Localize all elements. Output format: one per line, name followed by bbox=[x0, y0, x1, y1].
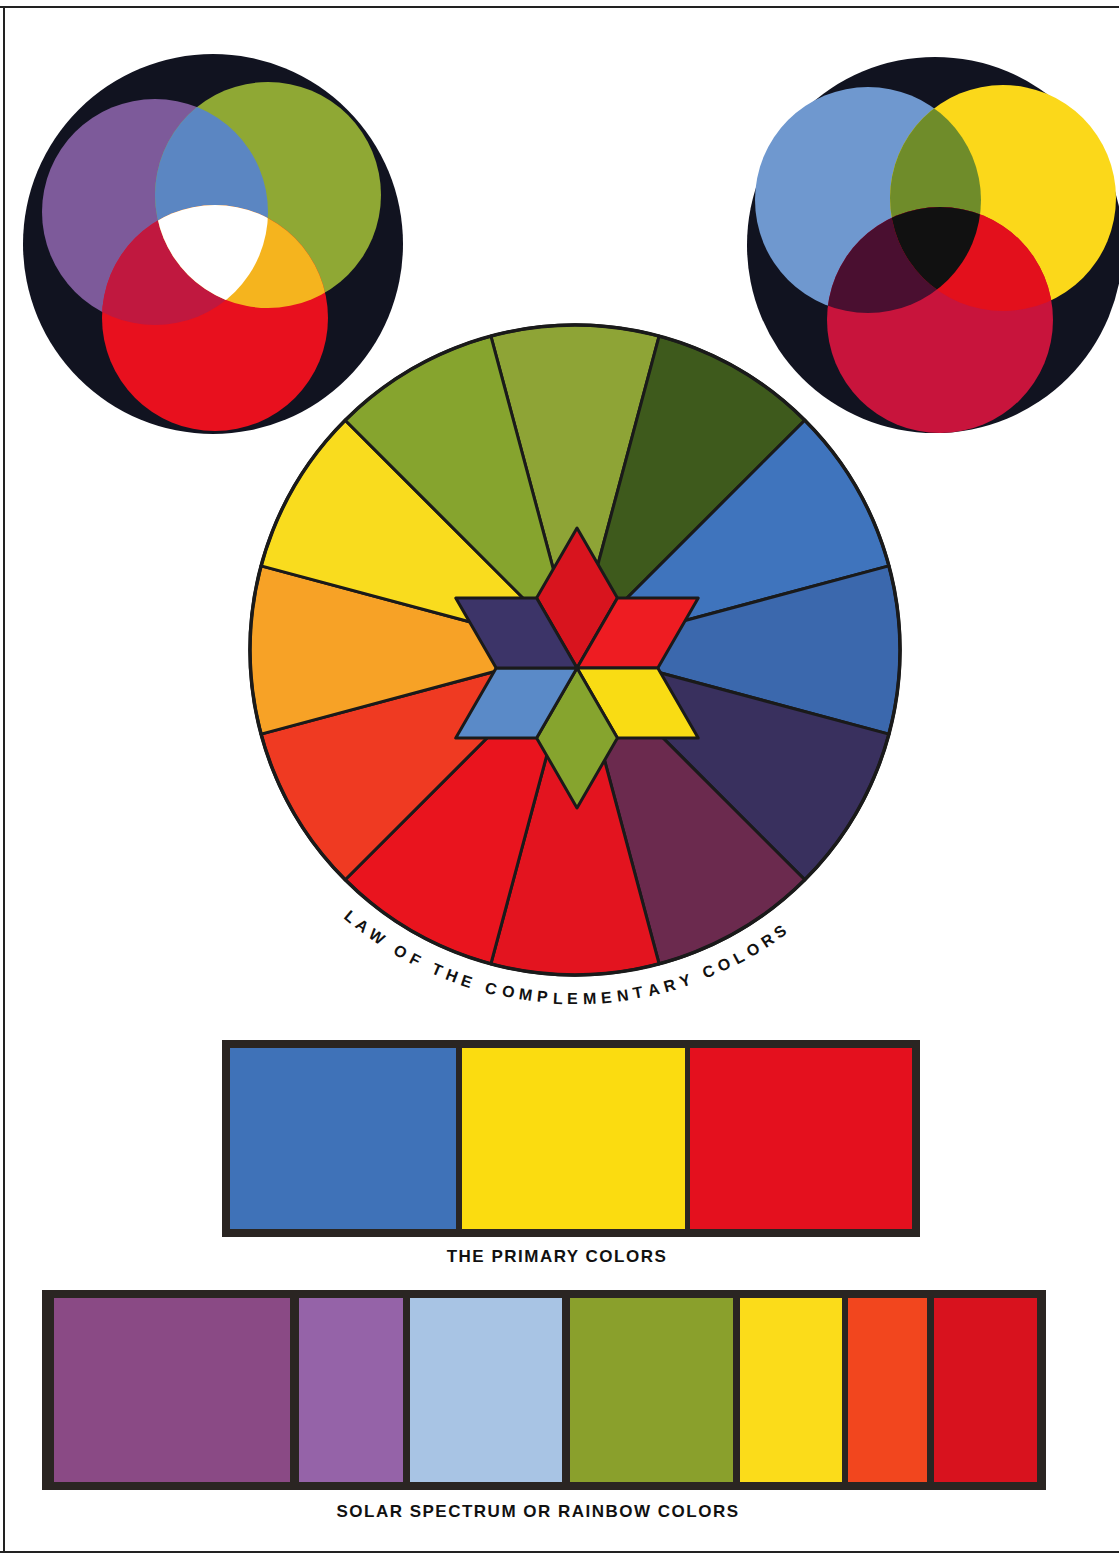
colour-swatch bbox=[299, 1298, 403, 1482]
colour-circle bbox=[102, 205, 328, 431]
colour-swatch bbox=[54, 1298, 290, 1482]
colour-swatch bbox=[848, 1298, 927, 1482]
caption-letter: O bbox=[715, 954, 734, 976]
frame-line bbox=[3, 7, 5, 1552]
colour-swatch bbox=[462, 1048, 685, 1229]
colour-mixing-circle bbox=[23, 54, 403, 434]
caption-letter: C bbox=[700, 962, 718, 983]
black-disk bbox=[747, 57, 1119, 433]
caption-letter: T bbox=[429, 960, 445, 980]
caption-letter: Y bbox=[677, 971, 693, 991]
colour-wheel bbox=[250, 325, 900, 975]
frame-line bbox=[0, 6, 1119, 8]
bar-frame bbox=[222, 1040, 920, 1237]
overlap-region bbox=[827, 207, 1053, 433]
caption-letter: O bbox=[743, 939, 763, 961]
wheel-rim bbox=[250, 325, 900, 975]
star-diamond bbox=[456, 598, 577, 668]
caption-letter: A bbox=[646, 980, 661, 1000]
caption-letter: R bbox=[662, 976, 678, 996]
colour-swatch bbox=[570, 1298, 733, 1482]
colour-swatch bbox=[740, 1298, 842, 1482]
colour-circle bbox=[827, 207, 1053, 433]
colour-swatch bbox=[230, 1048, 456, 1229]
colour-swatch bbox=[690, 1048, 912, 1229]
figure-caption: THE PRIMARY COLORS bbox=[447, 1247, 668, 1267]
caption-letter: E bbox=[601, 988, 613, 1007]
spectrum-bar bbox=[42, 1290, 1046, 1490]
bar-frame bbox=[42, 1290, 1046, 1490]
caption-letter: E bbox=[567, 990, 578, 1008]
star-diamond bbox=[577, 598, 698, 668]
colour-swatch bbox=[410, 1298, 562, 1482]
overlap-region bbox=[827, 207, 1053, 433]
caption-letter bbox=[692, 968, 702, 986]
colour-mixing-circle bbox=[747, 57, 1119, 433]
overlap-region bbox=[102, 205, 328, 431]
caption-letter: L bbox=[730, 948, 747, 968]
figure-caption: SOLAR SPECTRUM OR RAINBOW COLORS bbox=[336, 1502, 739, 1522]
frame-line bbox=[0, 1551, 1119, 1553]
star-diamond bbox=[456, 668, 577, 738]
caption-letter: F bbox=[406, 950, 423, 970]
caption-letter: T bbox=[632, 983, 645, 1002]
caption-letter: W bbox=[365, 926, 388, 949]
caption-letter: O bbox=[391, 941, 411, 963]
caption-letter bbox=[474, 976, 483, 995]
triple-overlap bbox=[102, 205, 328, 431]
overlap-region bbox=[827, 207, 1053, 433]
overlap-region bbox=[102, 205, 328, 431]
colour-swatch bbox=[934, 1298, 1037, 1482]
primary-colour-bar bbox=[222, 1040, 920, 1237]
caption-letter: M bbox=[518, 986, 534, 1006]
caption-letter: N bbox=[616, 986, 630, 1005]
black-disk bbox=[23, 54, 403, 434]
caption-letter: C bbox=[483, 979, 499, 999]
caption-letter: M bbox=[583, 989, 597, 1008]
complementary-star bbox=[456, 528, 698, 808]
caption-letter: P bbox=[536, 988, 548, 1007]
caption-letter: O bbox=[500, 982, 516, 1002]
overlap-region bbox=[102, 205, 328, 431]
caption-letter: H bbox=[443, 966, 460, 987]
caption-letter: L bbox=[552, 989, 563, 1007]
page-frame bbox=[0, 7, 1119, 1552]
triple-overlap bbox=[827, 207, 1053, 433]
caption-letter: E bbox=[459, 971, 475, 991]
